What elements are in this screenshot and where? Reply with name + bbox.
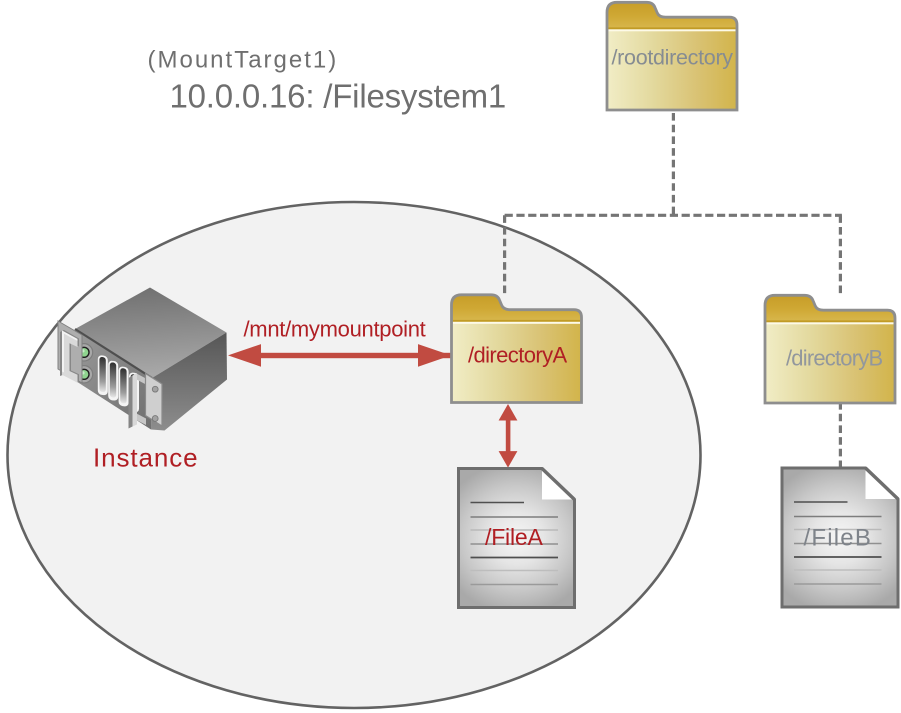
svg-text:(MountTarget1): (MountTarget1) xyxy=(148,47,339,74)
svg-text:/directoryA: /directoryA xyxy=(468,343,567,368)
svg-text:/FileB: /FileB xyxy=(804,525,873,552)
svg-text:Instance: Instance xyxy=(93,443,199,473)
svg-text:/mnt/mymountpoint: /mnt/mymountpoint xyxy=(244,317,426,342)
svg-text:10.0.0.16: /Filesystem1: 10.0.0.16: /Filesystem1 xyxy=(170,78,507,115)
svg-text:/FileA: /FileA xyxy=(485,524,543,550)
svg-text:/rootdirectory: /rootdirectory xyxy=(612,46,734,70)
svg-text:/directoryB: /directoryB xyxy=(786,346,882,371)
